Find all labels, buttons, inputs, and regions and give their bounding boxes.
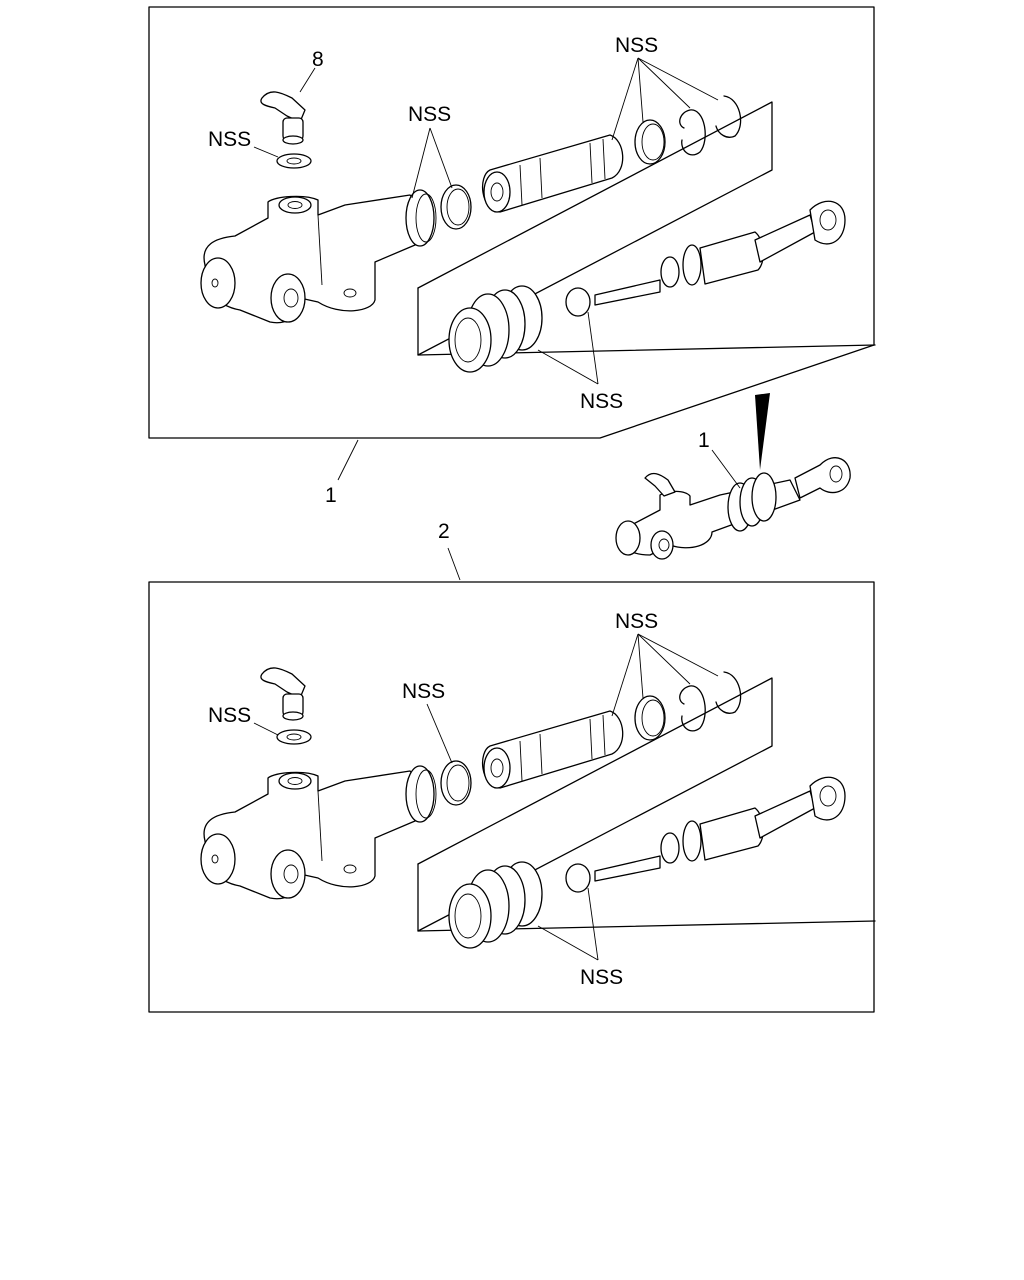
label-nss-rings-bottom: NSS [615, 610, 658, 633]
top-leader-lines [253, 57, 719, 481]
assembled-cylinder [615, 393, 851, 560]
bottom-panel [148, 581, 876, 1013]
label-nss-boot-top: NSS [580, 390, 623, 413]
top-panel [148, 6, 876, 439]
arrow-pointer [755, 393, 770, 470]
label-nss-seal-bottom: NSS [402, 680, 445, 703]
label-part-8: 8 [312, 48, 324, 71]
label-nss-washer-bottom: NSS [208, 704, 251, 727]
bottom-leader-lines [253, 547, 719, 961]
label-nss-seal-top: NSS [408, 103, 451, 126]
label-part-2: 2 [438, 520, 450, 543]
label-part-1-small: 1 [698, 429, 710, 452]
label-nss-rings-top: NSS [615, 34, 658, 57]
label-part-1-top: 1 [325, 484, 337, 507]
label-nss-washer-top: NSS [208, 128, 251, 151]
label-nss-boot-bottom: NSS [580, 966, 623, 989]
